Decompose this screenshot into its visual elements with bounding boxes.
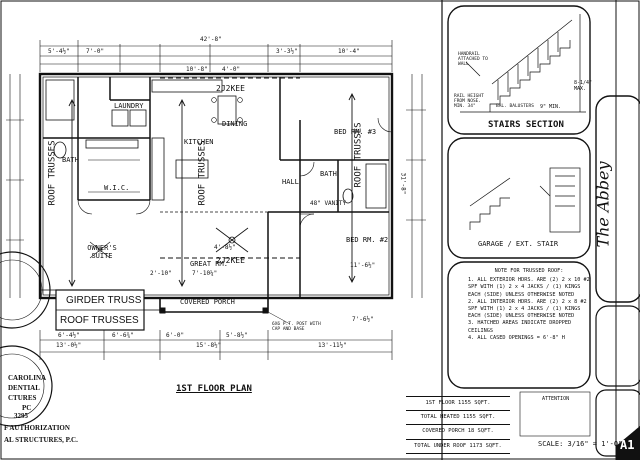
scale-label: SCALE: 3/16" = 1'-0" xyxy=(538,440,623,448)
rail-note: RAIL HEIGHT FROM NOSE. MIN. 34" xyxy=(454,94,484,109)
attention-label: ATTENTION xyxy=(542,396,570,402)
dim-bottom-e: 6'-6¾" xyxy=(112,332,134,339)
dim-top-b: 7'-0" xyxy=(86,48,105,55)
right-panels xyxy=(447,5,640,460)
min-run-label: 9" MIN. xyxy=(540,104,562,110)
dim-dining-width: 4'-0" xyxy=(222,66,241,73)
room-hall: HALL xyxy=(282,178,299,186)
dim-gr-width: 4'-8½" xyxy=(214,244,236,251)
max-rise-label: 8-1/4" MAX. xyxy=(574,80,593,92)
dim-top-a: 5'-4½" xyxy=(48,48,70,55)
vanity-label: 48" VANITY xyxy=(310,200,347,207)
floor-plan-drawing xyxy=(6,40,426,360)
stamp-line-3: CTURES xyxy=(8,394,37,402)
balusters-note: BAL. BALUSTERS xyxy=(496,104,534,109)
dim-bottom-b: 15'-8½" xyxy=(196,342,222,349)
sheet-number: A1 xyxy=(620,438,635,452)
note-item-3: 3. HATCHED AREAS INDICATE DROPPED CEILIN… xyxy=(468,320,572,334)
area-row-covered-porch: COVERED PORCH 18 SQFT. xyxy=(406,425,510,440)
area-row-total-under-roof: TOTAL UNDER ROOF 1173 SQFT. xyxy=(406,440,510,454)
room-bed3: BED RM. #3 xyxy=(334,128,377,136)
room-bath: BATH xyxy=(320,170,337,178)
dim-gr-m: 2'-10" xyxy=(150,270,172,277)
beam-label-bottom: 2J2KEE xyxy=(216,256,245,265)
overall-width-dim: 42'-8" xyxy=(200,36,222,43)
overall-depth-dim: 31'-8" xyxy=(399,172,407,195)
stamp-line-7: AL STRUCTURES, P.C. xyxy=(4,436,78,444)
room-bath-master: BATH xyxy=(62,156,79,164)
floor-plan-title: 1ST FLOOR PLAN xyxy=(176,384,252,394)
room-kitchen: KITCHEN xyxy=(184,138,214,146)
dim-top-c: 3'-3½" xyxy=(276,48,298,55)
dim-bed2-height: 11'-6½" xyxy=(350,262,376,269)
garage-stair-title: GARAGE / EXT. STAIR xyxy=(478,240,559,248)
roof-trusses-label-left: ROOF TRUSSES xyxy=(47,140,58,206)
truss-notes: NOTE FOR TRUSSED ROOF: 1. ALL EXTERIOR H… xyxy=(468,268,590,342)
dim-top-d: 10'-4" xyxy=(338,48,360,55)
room-wic: W.I.C. xyxy=(104,184,130,192)
dim-bottom-f: 6'-0" xyxy=(166,332,185,339)
handrail-note: HANDRAIL ATTACHED TO WALL xyxy=(458,52,488,67)
dim-kitchen-width: 10'-8" xyxy=(186,66,208,73)
project-title-vertical: The Abbey xyxy=(590,150,630,270)
roof-trusses-box-label: ROOF TRUSSES xyxy=(60,315,139,326)
stamp-line-6: F AUTHORIZATION xyxy=(4,424,70,432)
girder-truss-label: GIRDER TRUSS xyxy=(66,295,142,306)
room-dining: DINING xyxy=(222,120,248,128)
area-row-total-heated: TOTAL HEATED 1155 SQFT. xyxy=(406,411,510,426)
area-row-1st-floor: 1ST FLOOR 1155 SQFT. xyxy=(406,396,510,412)
roof-trusses-label-mid: ROOF TRUSSES xyxy=(197,140,208,206)
room-covered-porch: COVERED PORCH xyxy=(180,298,235,306)
room-bed2: BED RM. #2 xyxy=(346,236,389,244)
dim-bottom-d: 6'-4½" xyxy=(58,332,80,339)
dim-bottom-g: 5'-8½" xyxy=(226,332,248,339)
dim-porch: 7'-6½" xyxy=(352,316,374,323)
dim-bottom-a: 13'-0½" xyxy=(56,342,82,349)
stamp-line-2: DENTIAL xyxy=(8,384,40,392)
stamp-line-4: PC xyxy=(22,404,32,412)
notes-heading: NOTE FOR TRUSSED ROOF: xyxy=(494,268,564,274)
note-item-4: 4. ALL CASED OPENINGS = 6'-8" H xyxy=(468,334,565,341)
dim-bottom-c: 13'-11½" xyxy=(318,342,347,349)
room-owners-suite: OWNER'S SUITE xyxy=(87,244,117,260)
stamp-line-5: 3295 xyxy=(14,412,28,420)
note-item-1: 1. ALL EXTERIOR HDRS. ARE (2) 2 x 10 #2 … xyxy=(468,277,590,298)
area-table: 1ST FLOOR 1155 SQFT. TOTAL HEATED 1155 S… xyxy=(406,396,510,454)
room-great-room: GREAT RM. xyxy=(190,260,228,268)
stairs-section-title: STAIRS SECTION xyxy=(488,120,564,130)
beam-label-top: 2J2KEE xyxy=(216,84,245,93)
stamp-line-1: CAROLINA xyxy=(8,374,47,382)
post-note: 6X6 P.T. POST WITH CAP AND BASE xyxy=(272,322,321,332)
engineer-seal xyxy=(0,251,53,427)
project-title: The Abbey xyxy=(593,161,613,248)
room-laundry: LAUNDRY xyxy=(114,102,144,110)
roof-trusses-label-right: ROOF TRUSSES xyxy=(353,122,364,188)
note-item-2: 2. ALL INTERIOR HDRS. ARE (2) 2 x 8 #2 S… xyxy=(468,298,587,320)
dim-gr-length: 7'-10¼" xyxy=(192,270,218,277)
